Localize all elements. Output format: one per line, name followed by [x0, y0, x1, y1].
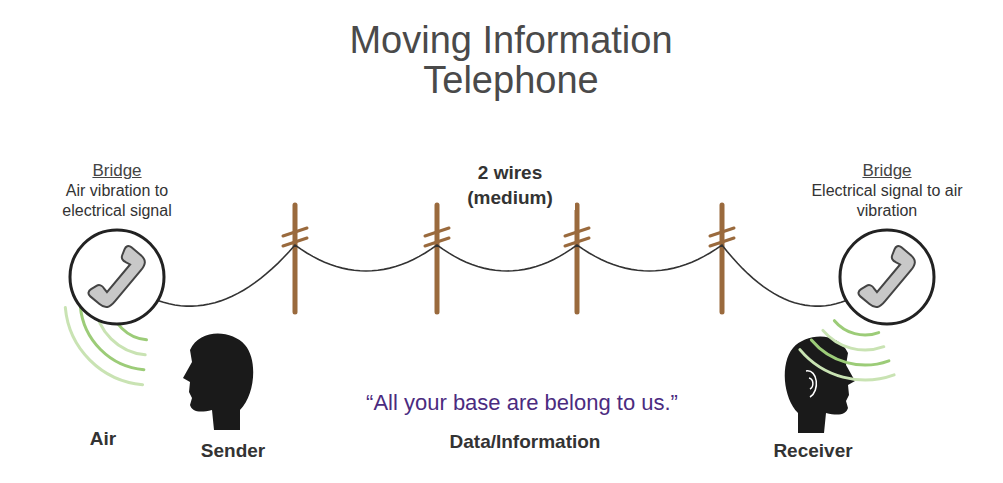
pole: [435, 205, 440, 312]
data-label: Data/Information: [450, 431, 601, 453]
pole: [293, 205, 298, 312]
crossbar: [710, 228, 734, 236]
node-body: Electrical signal to air vibration: [802, 181, 972, 221]
wire-label: 2 wires (medium): [445, 160, 575, 210]
medium-label: Air: [90, 428, 116, 450]
pole: [575, 205, 580, 312]
node-body: Air vibration to electrical signal: [42, 181, 192, 221]
role-label: Receiver: [773, 440, 852, 462]
telephone-poles: [283, 205, 734, 312]
crossbar: [565, 228, 589, 236]
receiver-head: [785, 337, 855, 433]
quote-text: “All your base are belong to us.”: [366, 390, 678, 416]
sender-head: [183, 334, 253, 430]
sound-wave: [800, 350, 894, 380]
phone-circle: [67, 227, 167, 327]
sound-wave: [811, 340, 889, 365]
telephone-wire: [158, 245, 847, 306]
handset-icon: [87, 245, 148, 311]
diagram-title: Moving Information Telephone: [281, 20, 741, 100]
circle-outline: [70, 230, 164, 324]
crossbar: [425, 228, 449, 236]
head-silhouette: [785, 337, 855, 433]
node-heading: Bridge: [42, 160, 192, 181]
ear: [806, 371, 816, 397]
bridge-phone: BridgeElectrical signal to air vibration: [802, 160, 972, 327]
role-label: Sender: [201, 440, 265, 462]
sound-wave: [823, 330, 884, 350]
pole: [720, 205, 725, 312]
phone-circle: [837, 227, 937, 327]
circle-outline: [840, 230, 934, 324]
crossbar: [283, 228, 307, 236]
handset-icon: [857, 245, 918, 311]
sound-waves-right: [800, 321, 894, 380]
bridge-phone: BridgeAir vibration to electrical signal: [42, 160, 192, 327]
node-heading: Bridge: [802, 160, 972, 181]
